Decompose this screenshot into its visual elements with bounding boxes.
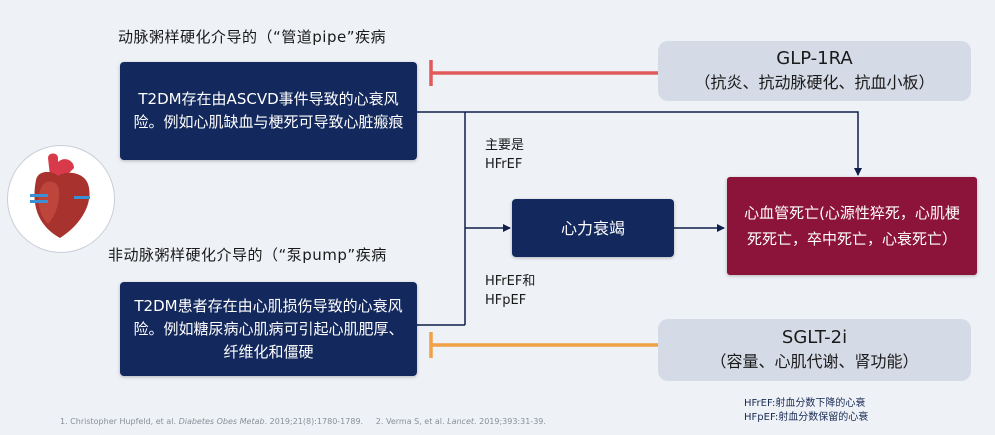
- sglt2i-subtitle: （容量、心肌代谢、肾功能）: [710, 352, 919, 371]
- label-both-line2: HFpEF: [485, 293, 527, 308]
- label-mainly-line2: HFrEF: [485, 157, 523, 172]
- myocardial-injury-risk-box: T2DM患者存在由心肌损伤导致的心衰风险。例如糖尿病心肌病可引起心肌肥厚、纤维化…: [120, 282, 417, 376]
- heading-pipe-disease: 动脉粥样硬化介导的（“管道pipe”疾病: [118, 28, 386, 46]
- glp1ra-subtitle: （抗炎、抗动脉硬化、抗血小板）: [694, 73, 935, 92]
- label-mainly-line1: 主要是: [485, 138, 525, 153]
- heart-icon: [30, 153, 90, 238]
- reference-2: 2. Verma S, et al. Lancet. 2019;393:31-3…: [375, 417, 546, 426]
- label-mainly-hfref: 主要是 HFrEF: [485, 136, 524, 174]
- abbreviation-legend: HFrEF:射血分数下降的心衰 HFpEF:射血分数保留的心衰: [744, 397, 868, 425]
- heart-illustration: [7, 145, 115, 253]
- sglt2i-box: SGLT-2i （容量、心肌代谢、肾功能）: [658, 319, 971, 381]
- cv-death-box: 心血管死亡(心源性猝死，心肌梗死死亡，卒中死亡，心衰死亡）: [727, 177, 977, 275]
- legend-hfpef: HFpEF:射血分数保留的心衰: [744, 412, 869, 423]
- heart-failure-box: 心力衰竭: [512, 199, 674, 257]
- heading-pump-disease: 非动脉粥样硬化介导的（“泵pump”疾病: [108, 246, 387, 264]
- legend-hfref: HFrEF:射血分数下降的心衰: [744, 398, 866, 409]
- reference-1: 1. Christopher Hupfeld, et al. Diabetes …: [60, 417, 364, 426]
- sglt2i-title: SGLT-2i: [781, 327, 848, 348]
- label-hfref-hfpef: HFrEF和 HFpEF: [485, 272, 535, 310]
- ascvd-risk-box: T2DM存在由ASCVD事件导致的心衰风险。例如心肌缺血与梗死可导致心脏瘢痕: [120, 62, 417, 160]
- references: 1. Christopher Hupfeld, et al. Diabetes …: [60, 417, 546, 426]
- arrow-top-to-outcome: [465, 111, 862, 176]
- label-both-line1: HFrEF和: [485, 274, 536, 289]
- glp1ra-box: GLP-1RA （抗炎、抗动脉硬化、抗血小板）: [658, 41, 971, 101]
- glp1ra-title: GLP-1RA: [776, 48, 853, 69]
